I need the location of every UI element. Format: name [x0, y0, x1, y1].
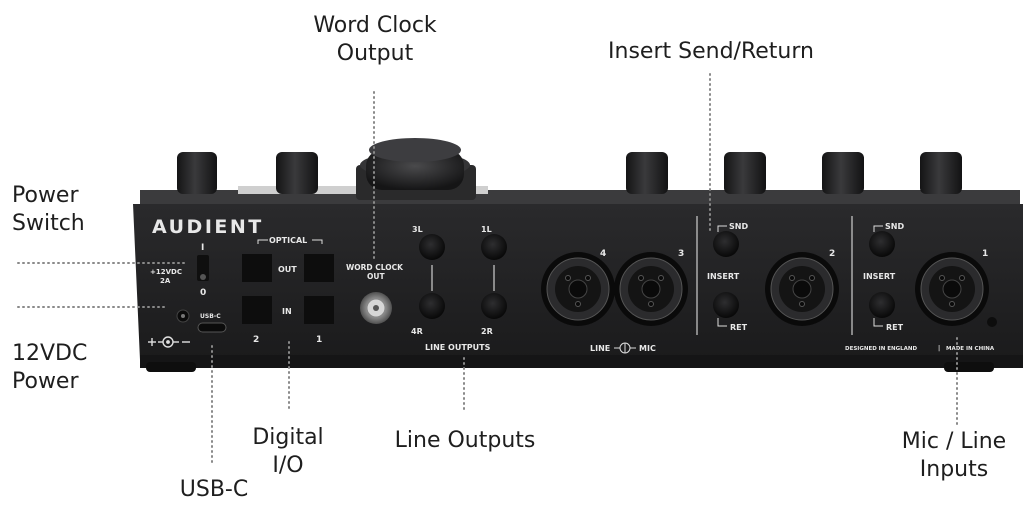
top-knob: [724, 152, 766, 194]
line-mic-line-label: LINE: [590, 344, 610, 353]
brand-logo: AUDIENT: [152, 216, 264, 238]
callout-digital-io: Digital I/O: [252, 425, 324, 478]
jack-2r[interactable]: [481, 293, 507, 319]
foot: [944, 362, 994, 372]
callout-mic-line-inputs: Mic / Line Inputs: [901, 429, 1007, 482]
line-mic-mic-label: MIC: [639, 344, 656, 353]
dc-polarity-icon: [148, 336, 190, 348]
wordclock-label-line1: WORD CLOCK: [346, 263, 404, 272]
jack-3l[interactable]: [419, 234, 445, 260]
foot: [146, 362, 196, 372]
wordclock-label-line2: OUT: [367, 272, 385, 281]
usb-c-label: USB-C: [200, 313, 221, 320]
insert-label: INSERT: [863, 272, 896, 281]
insert-ret-label: RET: [730, 323, 748, 332]
power-off-label: 0: [200, 288, 206, 298]
line-out-4r-label: 4R: [411, 327, 423, 336]
made-label: MADE IN CHINA: [946, 346, 995, 352]
footer-separator: |: [938, 345, 940, 352]
callout-insert-send-return: Insert Send/Return: [608, 39, 814, 64]
optical-label: OPTICAL: [269, 236, 307, 245]
optical-num-2: 2: [253, 335, 259, 345]
combo-num-1: 1: [982, 249, 988, 259]
insert-bracket-ch2: [717, 225, 727, 327]
insert-ret-label: RET: [886, 323, 904, 332]
combo-num-2: 2: [829, 249, 835, 259]
insert-snd-label: SND: [729, 222, 748, 231]
insert-send-jack-ch2[interactable]: [713, 231, 739, 257]
optical-in-label: IN: [282, 307, 292, 316]
top-knob: [276, 152, 318, 194]
combo-input-3[interactable]: [614, 252, 688, 326]
top-knob: [177, 152, 217, 194]
designed-label: DESIGNED IN ENGLAND: [845, 346, 917, 352]
line-out-3l-label: 3L: [412, 225, 423, 234]
insert-return-jack-ch1[interactable]: [869, 292, 895, 318]
callout-line-outputs: Line Outputs: [394, 428, 536, 453]
insert-bracket-ch1: [873, 225, 883, 327]
insert-label: INSERT: [707, 272, 740, 281]
insert-return-jack-ch2[interactable]: [713, 292, 739, 318]
optical-out-port[interactable]: [304, 254, 334, 282]
combo-input-4[interactable]: [541, 252, 615, 326]
jack-1l[interactable]: [481, 234, 507, 260]
line-out-1l-label: 1L: [481, 225, 492, 234]
top-knob: [822, 152, 864, 194]
optical-in-port[interactable]: [242, 296, 272, 324]
volume-knob: [356, 138, 476, 200]
line-out-2r-label: 2R: [481, 327, 493, 336]
callout-usb-c: USB-C: [179, 477, 249, 502]
combo-input-2[interactable]: [765, 252, 839, 326]
jack-4r[interactable]: [419, 293, 445, 319]
optical-out-label: OUT: [278, 265, 297, 274]
dc-rating-line2: 2A: [160, 277, 171, 285]
callout-power-switch: Power Switch: [12, 183, 85, 236]
callout-word-clock-output: Word Clock Output: [313, 13, 437, 66]
panel-bottom: [140, 355, 1023, 368]
callout-leaders: [17, 73, 958, 463]
power-switch-toggle: [200, 274, 206, 280]
combo-num-3: 3: [678, 249, 684, 259]
power-on-label: I: [201, 243, 204, 253]
top-knobs: [177, 152, 962, 194]
top-knob: [626, 152, 668, 194]
line-outputs-label: LINE OUTPUTS: [425, 343, 491, 352]
optical-in-port[interactable]: [304, 296, 334, 324]
callout-12vdc-power: 12VDC Power: [12, 341, 88, 394]
dc-jack-pin: [181, 314, 185, 318]
dc-rating-line1: +12VDC: [150, 268, 182, 276]
combo-input-1[interactable]: [915, 252, 989, 326]
usb-c-port[interactable]: [197, 322, 227, 333]
optical-bracket: [257, 239, 323, 244]
line-mic-icon: [614, 342, 636, 354]
insert-snd-label: SND: [885, 222, 904, 231]
bnc-pin: [373, 305, 379, 311]
top-knob: [920, 152, 962, 194]
optical-out-port[interactable]: [242, 254, 272, 282]
optical-num-1: 1: [316, 335, 322, 345]
combo-num-4: 4: [600, 249, 606, 259]
panel-screw: [987, 317, 997, 327]
power-switch[interactable]: [197, 255, 209, 281]
insert-send-jack-ch1[interactable]: [869, 231, 895, 257]
